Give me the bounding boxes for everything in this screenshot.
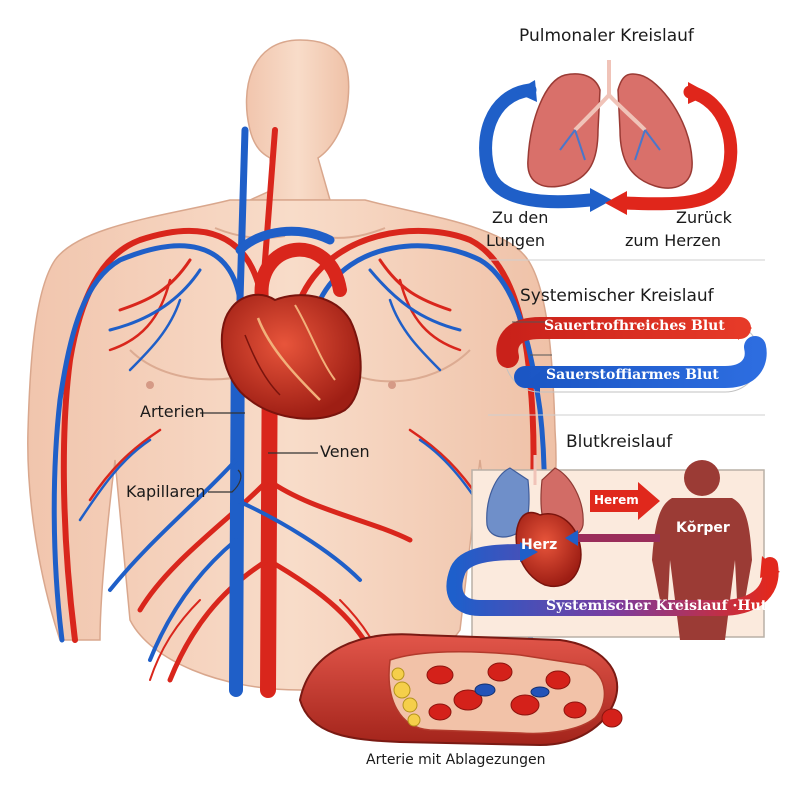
systemic-loop-label: Systemischer Kreislauf ·Hut: [546, 598, 767, 614]
heart-label: Herz: [521, 537, 557, 553]
oxygen-rich-label: Sauertrofhreiches Blut: [544, 318, 725, 334]
oxygen-poor-label: Sauerstoffiarmes Blut: [546, 367, 719, 383]
artery-section: [300, 634, 622, 745]
back-line1: Zurück: [676, 208, 732, 227]
blutkreislauf-title: Blutkreislauf: [566, 432, 672, 452]
to-lungs-line2: Lungen: [486, 231, 545, 250]
back-line2: zum Herzen: [625, 231, 721, 250]
systemic-title: Systemischer Kreislauf: [520, 286, 714, 306]
pulmonary-title: Pulmonaler Kreislauf: [519, 26, 694, 46]
artery-caption: Arterie mit Ablagezungen: [366, 752, 546, 768]
to-lungs-line1: Zu den: [492, 208, 548, 227]
label-veins: Venen: [320, 442, 370, 461]
pulmonary-illustration: [486, 60, 731, 215]
label-arteries: Arterien: [140, 402, 205, 421]
herem-arrow-label: Herem: [594, 493, 639, 507]
label-capillaries: Kapillaren: [126, 482, 206, 501]
body-label: Kŏrper: [676, 520, 730, 536]
